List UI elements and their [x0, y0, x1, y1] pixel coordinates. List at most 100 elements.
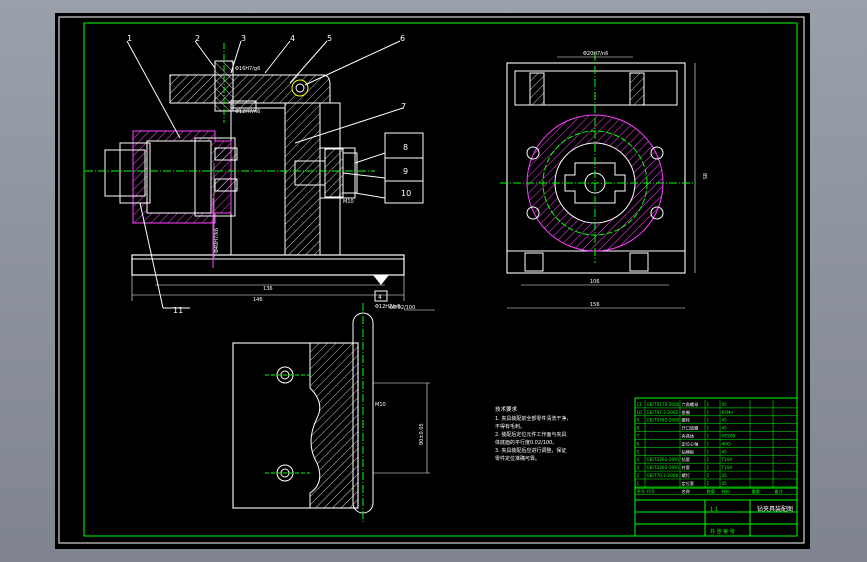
bom-cell: 3: [637, 465, 640, 470]
balloon-3: 3: [241, 34, 246, 43]
dim-tol: Φ0.02/100: [389, 305, 415, 311]
dim-base-len: 146: [253, 297, 263, 303]
dim-bolt: M10: [343, 199, 354, 205]
balloon-10: 10: [401, 189, 411, 198]
bom-cell: 45: [722, 426, 728, 431]
bom-cell: 备注: [775, 488, 784, 495]
bom-cell: T10A: [721, 465, 733, 470]
bom-cell: 1: [637, 481, 640, 486]
bom-cell: 1: [707, 434, 710, 439]
bom-cell: 代号: [647, 488, 655, 495]
bom-cell: 10: [637, 410, 643, 415]
dim-overall-w: 156: [590, 302, 600, 308]
bom-cell: 1: [707, 426, 710, 431]
cad-drawing: 1 2 3 4 5 6 7 8 9 10 11 Φ16H7/g6 Φ12H7/n…: [58, 16, 805, 544]
plan-view: [232, 303, 430, 523]
dim-plan-h: 90±0.05: [419, 423, 425, 445]
sheet-text: 共 张 第 张: [710, 528, 735, 535]
bom-cell: GB/T2262-1991: [647, 457, 680, 462]
outer-border: [58, 16, 805, 544]
bom-cell: GB/T6170-2000: [647, 402, 680, 407]
bom-cell: 钻模板: [682, 448, 695, 455]
bom-cell: HT200: [722, 434, 736, 439]
dim-height: 85: [701, 173, 707, 179]
bom-cell: 1: [707, 465, 710, 470]
technical-notes: 技术要求 1. 夹具装配前全部零件清洗干净， 不得有毛刺。 2. 装配后定位元件…: [495, 405, 571, 462]
bom-cell: 1: [707, 418, 710, 423]
bom-cell: 螺栓: [682, 417, 691, 424]
bom-cell: 35: [722, 473, 728, 478]
scale-text: 1:1: [710, 507, 718, 513]
bom-cell: 1: [707, 457, 710, 462]
bom-cell: 45: [722, 418, 728, 423]
bom-cell: 钻套: [682, 456, 691, 463]
bom-cell: 1: [707, 449, 710, 454]
bom-cell: 垫圈: [682, 409, 690, 416]
bom-cell: T10A: [721, 457, 733, 462]
bom-cell: 11: [637, 402, 643, 407]
bom-cell: 1: [707, 441, 710, 446]
balloon-5: 5: [327, 34, 332, 43]
notes-line3b: 零件定位准确可靠。: [495, 455, 540, 462]
bom-cell: 螺钉: [682, 472, 691, 479]
bom-cell: 材料: [722, 488, 731, 495]
bom-cell: 2: [637, 473, 640, 478]
bom-cell: 定位心轴: [682, 440, 699, 447]
bom-cell: 名称: [682, 488, 690, 495]
bom-cell: 45: [722, 481, 728, 486]
bom-cell: GB/T2263-1991: [647, 465, 680, 470]
balloon-6: 6: [400, 34, 405, 43]
title-block: 钻夹具装配图 1:1 共 张 第 张: [634, 487, 798, 537]
front-view: [85, 40, 435, 311]
notes-line2b: 体底面的平行度0.02/100。: [495, 439, 557, 446]
bom-cell: 9: [637, 418, 640, 423]
bom-cell: 数量: [707, 488, 715, 495]
bom-cell: 45: [722, 402, 728, 407]
bom-cell: 衬套: [682, 464, 691, 471]
bom-cell: GB/T70.1-2008: [647, 473, 679, 478]
balloon-4: 4: [290, 34, 295, 43]
notes-line1: 1. 夹具装配前全部零件清洗干净，: [495, 415, 571, 422]
notes-line1b: 不得有毛刺。: [495, 423, 525, 430]
bom-cell: 8: [637, 426, 640, 431]
bom-cell: 65Mn: [722, 410, 734, 415]
dim-pin: Φ12H7/n6: [235, 109, 260, 115]
dim-locate: Φ40H7/k6: [214, 228, 220, 253]
bom-cell: 6: [637, 441, 640, 446]
bom-cell: 7: [637, 434, 640, 439]
inner-border: [83, 22, 798, 537]
notes-line3: 3. 夹具装配后应进行调整，保证: [495, 447, 566, 454]
bom-cell: 开口垫圈: [682, 425, 699, 432]
balloon-8: 8: [403, 143, 408, 152]
bom-cell: GB/T5783-2000: [647, 418, 680, 423]
dim-plan: Φ12H7/n6: [375, 304, 400, 310]
dim-top: Φ16H7/g6: [235, 66, 260, 72]
dim-side-top: Φ20H7/n6: [583, 51, 608, 57]
bom-cell: 夹具体: [682, 433, 695, 440]
dim-overall-h: 136: [263, 286, 273, 292]
title-text: 钻夹具装配图: [757, 505, 793, 513]
notes-line2: 2. 装配后定位元件工作面与夹具: [495, 431, 566, 438]
balloon-1: 1: [127, 34, 132, 43]
bom-cell: 1: [707, 410, 710, 415]
balloon-7: 7: [401, 102, 406, 111]
balloon-9: 9: [403, 167, 408, 176]
bom-cell: 4: [637, 457, 640, 462]
balloon-2: 2: [195, 34, 200, 43]
bom-cell: 40Cr: [722, 441, 732, 446]
side-view: [500, 53, 696, 309]
bom-cell: 1: [707, 481, 710, 486]
bom-cell: 1: [707, 402, 710, 407]
bom-cell: 重量: [752, 488, 760, 495]
drawing-sheet: 1 2 3 4 5 6 7 8 9 10 11 Φ16H7/g6 Φ12H7/n…: [55, 13, 810, 549]
bom-cell: GB/T97.1-2002: [647, 410, 679, 415]
dim-side-w: 106: [590, 279, 600, 285]
check-box: 4: [378, 294, 382, 301]
bom-cell: 2: [707, 473, 710, 478]
bom-cell: 45: [722, 449, 728, 454]
notes-title: 技术要求: [495, 405, 518, 413]
dim-plan-2: M10: [375, 402, 386, 408]
balloon-11: 11: [173, 306, 183, 315]
